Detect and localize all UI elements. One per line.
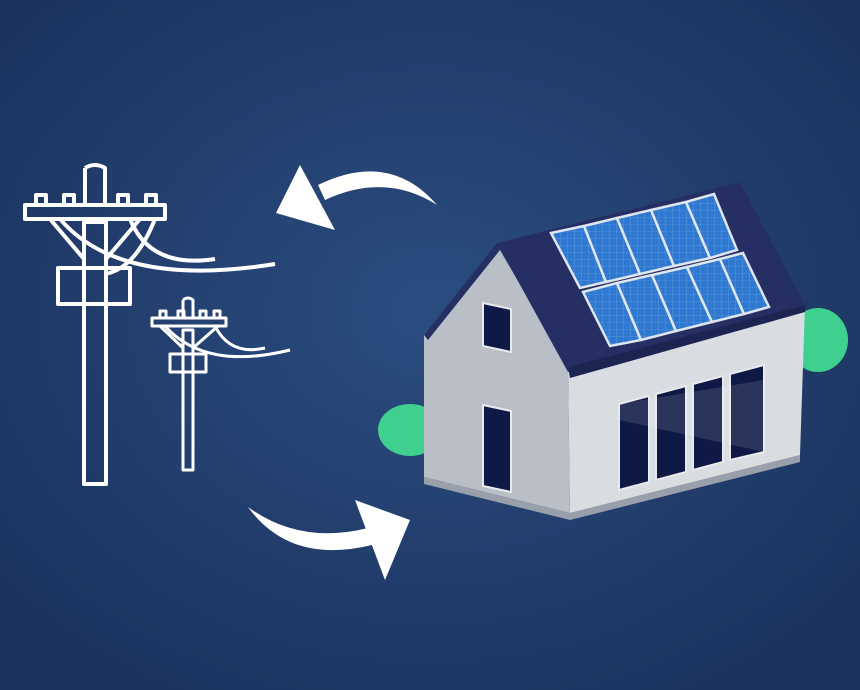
solar-panels bbox=[549, 192, 771, 348]
solar-house-icon bbox=[378, 182, 848, 520]
arrow-to-house-icon bbox=[248, 500, 410, 580]
utility-pole-small-icon bbox=[150, 296, 291, 472]
gable-wall bbox=[424, 245, 570, 513]
utility-pole-large-icon bbox=[23, 163, 276, 486]
arrow-to-grid-icon bbox=[276, 165, 437, 230]
solar-panel bbox=[684, 192, 739, 260]
door bbox=[482, 403, 512, 494]
glass-doors bbox=[618, 363, 765, 492]
solar-panel bbox=[718, 251, 771, 316]
window-upper bbox=[482, 301, 512, 354]
